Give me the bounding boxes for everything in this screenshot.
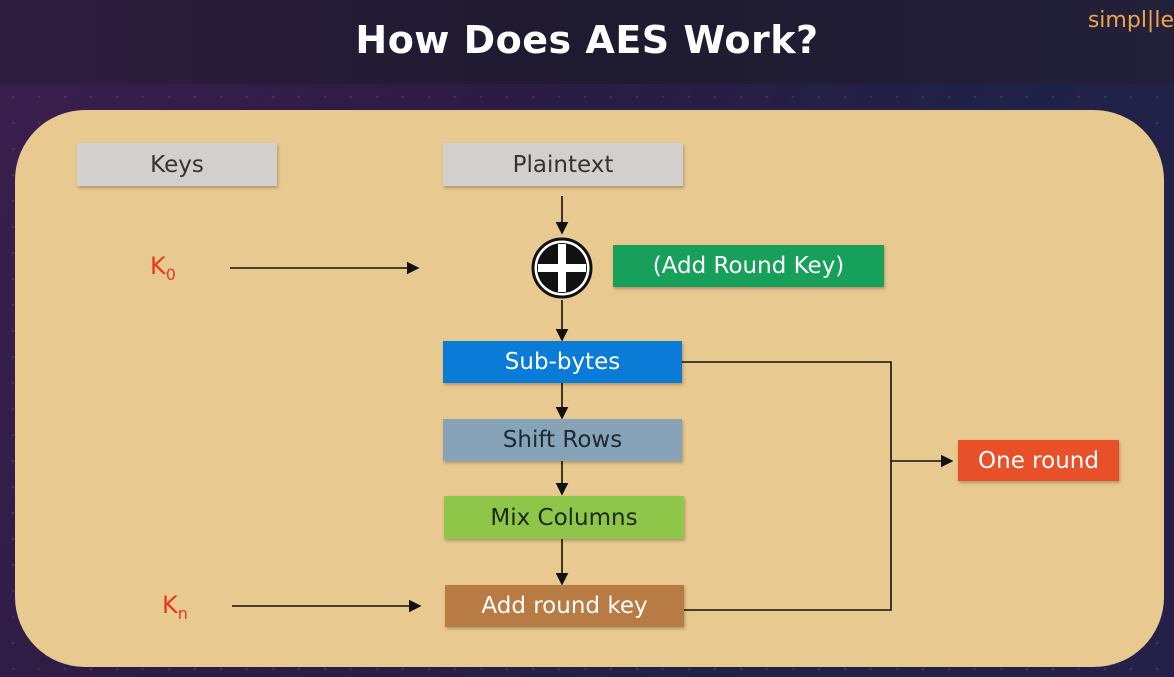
plaintext-box: Plaintext	[443, 143, 683, 186]
shift-rows-label: Shift Rows	[502, 427, 623, 453]
sub-bytes-label: Sub-bytes	[504, 349, 621, 375]
shift-rows-box: Shift Rows	[443, 419, 682, 461]
add-round-key-label: Add round key	[481, 593, 648, 619]
key-kn-base: K	[162, 591, 178, 619]
add-round-key-note-label: (Add Round Key)	[652, 253, 845, 279]
key-kn: Kn	[162, 591, 188, 623]
page-title: How Does AES Work?	[355, 18, 819, 62]
add-round-key-note-box: (Add Round Key)	[613, 245, 884, 287]
plaintext-label: Plaintext	[512, 151, 614, 178]
title-bar: How Does AES Work? simpl|le	[0, 0, 1174, 84]
keys-header-box: Keys	[77, 143, 277, 186]
one-round-label: One round	[978, 447, 1099, 474]
key-k0-subscript: 0	[165, 265, 176, 284]
round-bracket	[682, 361, 892, 611]
key-k0-base: K	[150, 252, 166, 280]
sub-bytes-box: Sub-bytes	[443, 341, 682, 383]
one-round-box: One round	[958, 440, 1119, 481]
keys-label: Keys	[150, 151, 204, 178]
key-kn-subscript: n	[177, 604, 188, 623]
mix-columns-box: Mix Columns	[444, 496, 684, 539]
circled-plus-icon	[531, 237, 593, 299]
diagram-panel	[15, 110, 1164, 667]
add-round-key-box: Add round key	[445, 585, 684, 627]
key-k0: K0	[150, 252, 176, 284]
mix-columns-label: Mix Columns	[490, 504, 638, 531]
brand-logo: simpl|le	[1087, 8, 1174, 33]
